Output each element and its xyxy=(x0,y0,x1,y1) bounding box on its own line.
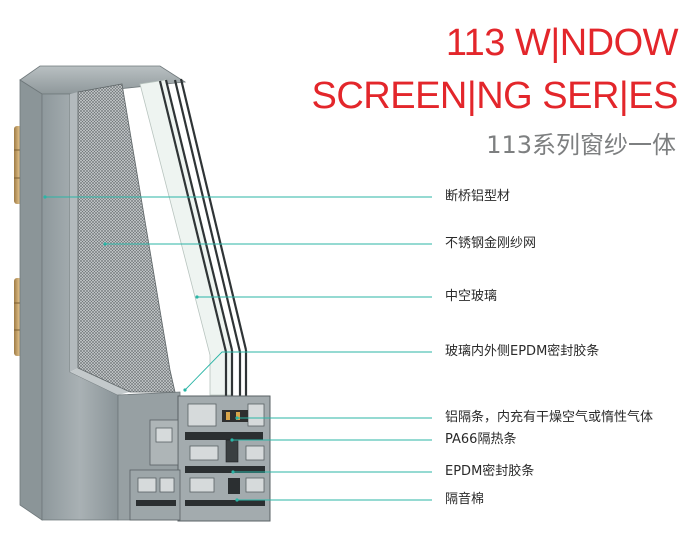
callout-aluminium-profile: 断桥铝型材 xyxy=(445,189,511,204)
insulated-glass xyxy=(139,78,248,400)
title-line-2: SCREEN|NG SER|ES xyxy=(311,75,679,117)
title-line-1: 113 W|NDOW xyxy=(445,22,679,64)
aluminium-frame xyxy=(19,65,187,521)
callout-epdm-glass-seal: 玻璃内外侧EPDM密封胶条 xyxy=(445,344,600,359)
callout-aluminium-spacer: 铝隔条，内充有干燥空气或惰性气体 xyxy=(445,410,654,425)
leader-lines xyxy=(43,195,432,502)
stainless-steel-mesh xyxy=(77,83,176,393)
callout-insulated-glass: 中空玻璃 xyxy=(445,289,498,304)
sash-profile-section xyxy=(129,395,271,522)
subtitle: 113系列窗纱一体 xyxy=(486,131,676,159)
callout-soundproof-cotton: 隔音棉 xyxy=(445,492,485,507)
callout-pa66-thermal-strip: PA66隔热条 xyxy=(445,432,517,447)
callout-stainless-mesh: 不锈钢金刚纱网 xyxy=(445,236,537,251)
callout-epdm-seal: EPDM密封胶条 xyxy=(445,464,535,479)
